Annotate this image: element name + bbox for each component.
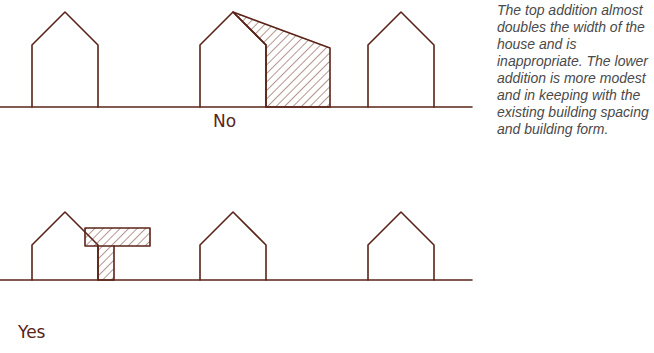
house-outline — [368, 212, 434, 280]
house-outline — [32, 12, 98, 107]
wide-addition — [233, 12, 330, 107]
verdict-label: No — [213, 111, 236, 131]
house-outline — [368, 12, 434, 107]
modest-addition — [85, 228, 150, 280]
verdict-label: Yes — [18, 322, 45, 342]
note-text: The top addition almost doubles the widt… — [497, 2, 649, 138]
ground-line — [0, 106, 472, 108]
house-outline — [200, 212, 266, 280]
ground-line — [0, 279, 472, 281]
addition-edge — [98, 245, 114, 247]
